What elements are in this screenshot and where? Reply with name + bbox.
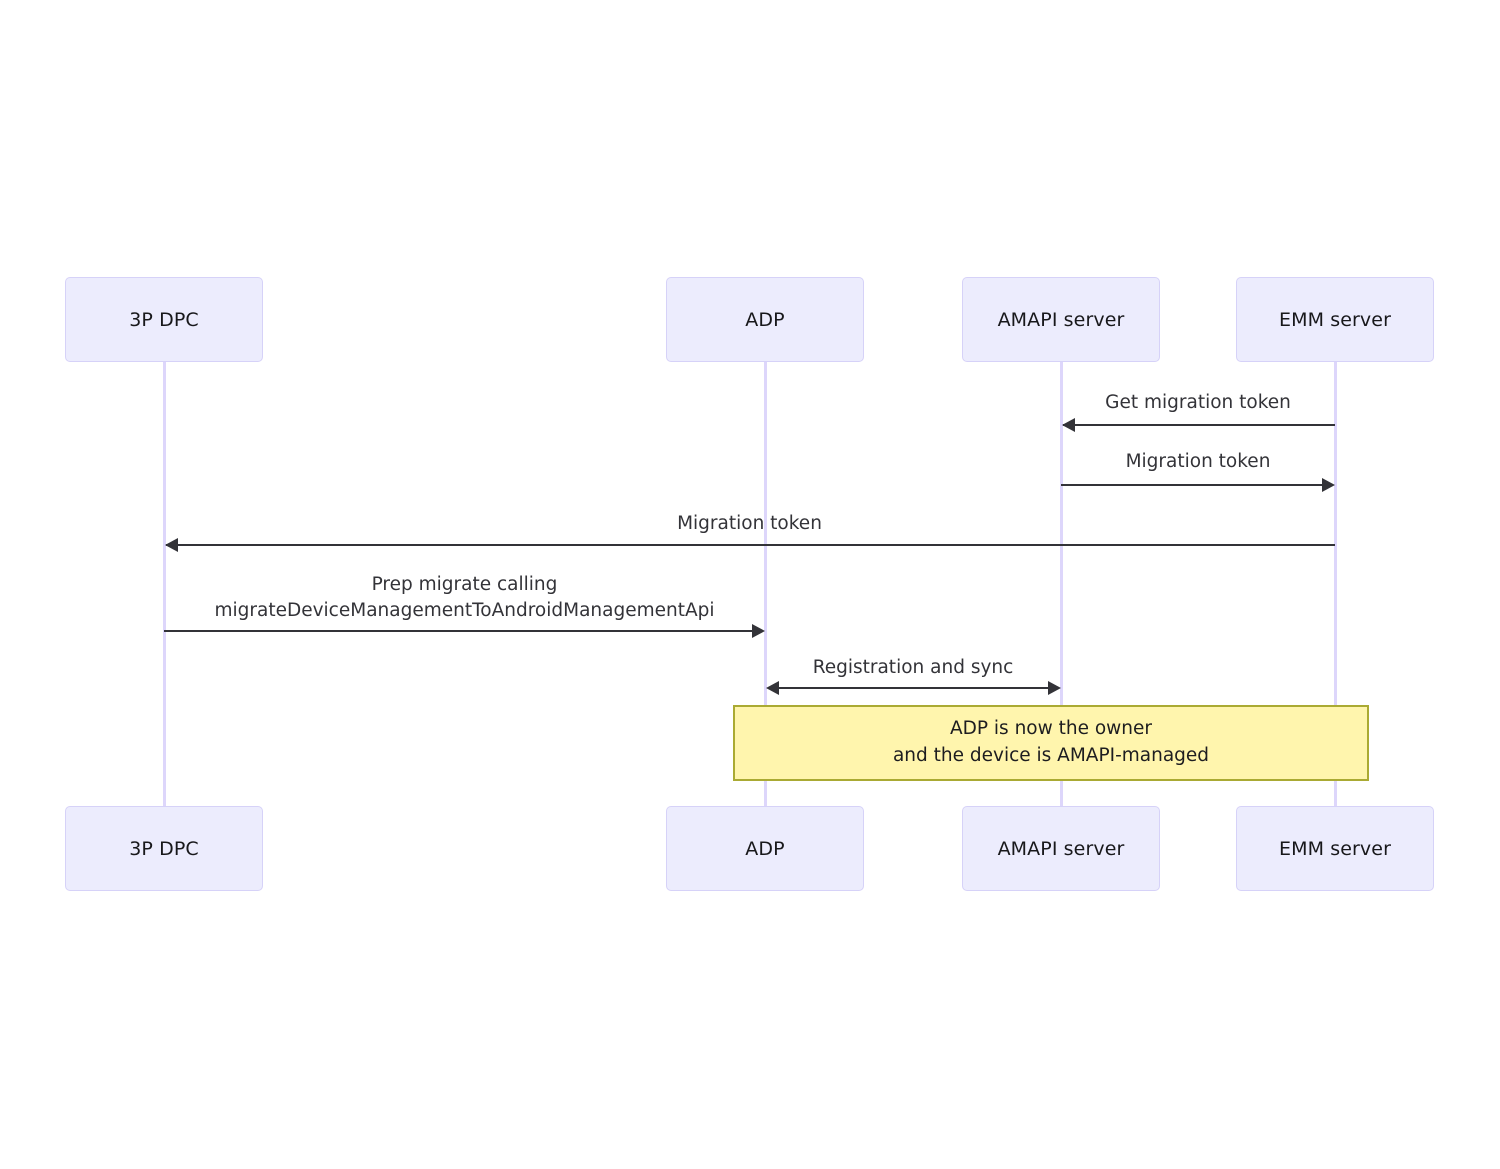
participant-label: ADP	[745, 837, 785, 860]
participant-bottom-amapi-server[interactable]: AMAPI server	[962, 806, 1160, 891]
participant-bottom-3p-dpc[interactable]: 3P DPC	[65, 806, 263, 891]
participant-label: ADP	[745, 308, 785, 331]
arrow-head-left-icon	[766, 681, 779, 695]
message-label-registration-and-sync: Registration and sync	[812, 657, 1014, 678]
message-line-registration-and-sync	[777, 687, 1049, 689]
message-line-migration-token-emm-dpc	[166, 544, 1335, 546]
participant-label: EMM server	[1279, 837, 1391, 860]
arrow-head-right-icon	[1322, 478, 1335, 492]
message-label-prep-migrate: Prep migrate calling migrateDeviceManage…	[214, 574, 715, 622]
message-line-prep-migrate	[164, 630, 753, 632]
participant-label: AMAPI server	[997, 837, 1125, 860]
participant-bottom-emm-server[interactable]: EMM server	[1236, 806, 1434, 891]
participant-label: 3P DPC	[129, 837, 199, 860]
participant-top-3p-dpc[interactable]: 3P DPC	[65, 277, 263, 362]
lifeline-3p-dpc	[163, 362, 166, 808]
arrow-head-left-icon	[165, 538, 178, 552]
participant-top-amapi-server[interactable]: AMAPI server	[962, 277, 1160, 362]
message-label-migration-token-amapi-emm: Migration token	[1125, 451, 1271, 472]
participant-label: 3P DPC	[129, 308, 199, 331]
participant-top-adp[interactable]: ADP	[666, 277, 864, 362]
note-adp-is-now-the-owner: ADP is now the owner and the device is A…	[733, 705, 1369, 781]
arrow-head-right-icon	[1048, 681, 1061, 695]
message-label-get-migration-token: Get migration token	[1105, 392, 1291, 413]
arrow-head-left-icon	[1062, 418, 1075, 432]
arrow-head-right-icon	[752, 624, 765, 638]
participant-label: EMM server	[1279, 308, 1391, 331]
participant-bottom-adp[interactable]: ADP	[666, 806, 864, 891]
lifeline-amapi-server	[1060, 362, 1063, 808]
message-label-migration-token-emm-dpc: Migration token	[677, 513, 822, 534]
lifeline-emm-server	[1334, 362, 1337, 808]
lifeline-adp	[764, 362, 767, 808]
participant-label: AMAPI server	[997, 308, 1125, 331]
message-line-get-migration-token	[1063, 424, 1335, 426]
participant-top-emm-server[interactable]: EMM server	[1236, 277, 1434, 362]
message-line-migration-token-amapi-emm	[1061, 484, 1333, 486]
